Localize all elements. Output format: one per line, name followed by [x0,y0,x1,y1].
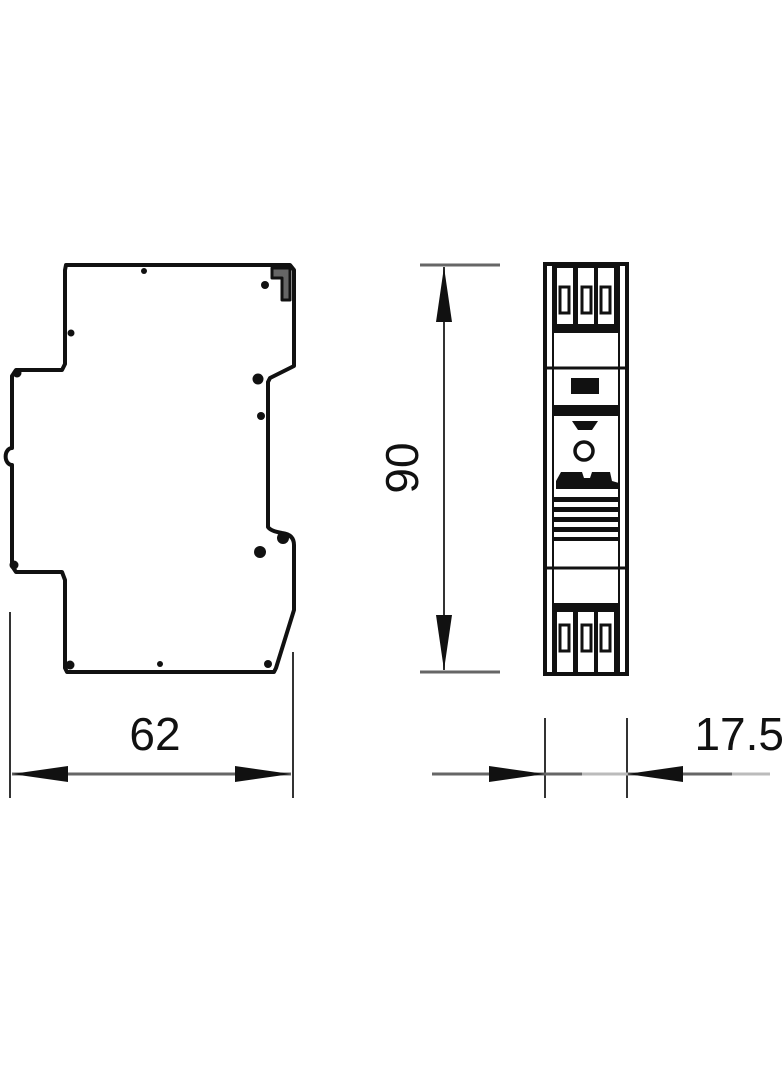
arrow-right-icon [235,766,291,782]
screw-terminal-icon [599,285,612,315]
top-terminal-block [553,266,619,333]
front-label [553,378,620,541]
front-view [543,262,629,676]
model-text [556,472,619,489]
arrow-down-icon [436,615,452,670]
spec-line [553,537,619,541]
screw-terminal-icon [558,623,571,653]
side-view [3,263,296,674]
lightning-icon [572,421,598,430]
indicator-led-icon [573,440,595,462]
front-view-outline [543,262,629,676]
side-view-outline [3,263,296,674]
spec-line [553,517,619,522]
screw-terminal-icon [580,285,593,315]
arrow-left-icon [12,766,68,782]
dimension-label-17-5: 17.5 [694,708,784,760]
arrow-right-icon [489,766,545,782]
dimension-label-62: 62 [129,708,180,760]
side-view-details [9,268,289,670]
logo-mark [571,378,599,394]
spec-line [553,527,619,532]
dimension-17-5: 17.5 [432,708,784,798]
bottom-terminal-block [553,603,619,672]
dimension-label-90: 90 [376,442,428,493]
screw-terminal-icon [580,623,593,653]
dimension-62: 62 [9,612,294,798]
brand-text [554,405,620,416]
arrow-up-icon [436,267,452,322]
arrow-left-icon [627,766,683,782]
spec-line [553,507,619,512]
screw-terminal-icon [558,285,571,315]
screw-terminal-icon [599,623,612,653]
side-view-clip [270,266,292,302]
spec-line [553,497,619,502]
dimension-90: 90 [376,263,500,674]
